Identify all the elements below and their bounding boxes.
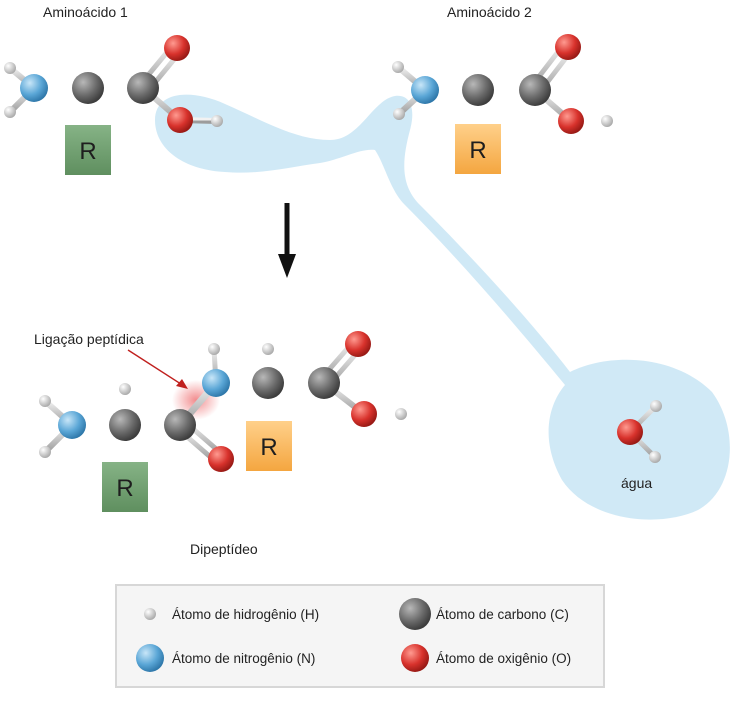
- hydrogen-atom: [208, 343, 220, 355]
- carbon-atom: [127, 72, 159, 104]
- hydrogen-atom: [601, 115, 613, 127]
- dipeptide-molecule: R R: [39, 331, 407, 512]
- water-label: água: [621, 475, 653, 491]
- dipeptide-r-group-1: [102, 462, 148, 512]
- dipeptide-label: Dipeptídeo: [190, 541, 258, 557]
- hydrogen-atom: [4, 62, 16, 74]
- aminoacid-1-molecule: R: [4, 35, 223, 175]
- r-group-2-label: R: [469, 137, 486, 164]
- hydrogen-atom: [4, 106, 16, 118]
- aminoacid-2-label: Aminoácido 2: [447, 4, 532, 20]
- dipeptide-r-group-2: [246, 421, 292, 471]
- oxygen-atom: [351, 401, 377, 427]
- carbon-atom: [462, 74, 494, 106]
- nitrogen-legend-label: Átomo de nitrogênio (N): [172, 651, 316, 666]
- hydrogen-atom: [650, 400, 662, 412]
- nitrogen-atom: [411, 76, 439, 104]
- oxygen-legend-icon: [401, 644, 429, 672]
- r-group-1-label: R: [79, 138, 96, 165]
- carbon-legend-icon: [399, 598, 431, 630]
- nitrogen-atom: [202, 369, 230, 397]
- hydrogen-legend-label: Átomo de hidrogênio (H): [172, 607, 320, 622]
- dipeptide-r-group-2-label: R: [260, 434, 277, 461]
- water-removal-bubble: [155, 94, 730, 520]
- oxygen-atom: [164, 35, 190, 61]
- carbon-atom: [308, 367, 340, 399]
- legend: Átomo de hidrogênio (H) Átomo de carbono…: [115, 584, 605, 688]
- hydrogen-atom: [119, 383, 131, 395]
- oxygen-legend-label: Átomo de oxigênio (O): [436, 651, 572, 666]
- oxygen-atom: [208, 446, 234, 472]
- dipeptide-r-group-1-label: R: [116, 475, 133, 502]
- peptide-bond-label: Ligação peptídica: [34, 331, 144, 347]
- hydrogen-atom: [262, 343, 274, 355]
- reaction-arrow: [278, 203, 296, 278]
- oxygen-atom: [617, 419, 643, 445]
- carbon-atom: [519, 74, 551, 106]
- oxygen-atom: [555, 34, 581, 60]
- carbon-atom: [164, 409, 196, 441]
- aminoacid-2-molecule: R: [392, 34, 613, 174]
- hydrogen-atom: [395, 408, 407, 420]
- oxygen-atom: [558, 108, 584, 134]
- water-molecule: [617, 400, 662, 463]
- carbon-atom: [109, 409, 141, 441]
- hydrogen-legend-icon: [144, 608, 156, 620]
- aminoacid-1-label: Aminoácido 1: [43, 4, 128, 20]
- hydrogen-atom: [211, 115, 223, 127]
- carbon-atom: [252, 367, 284, 399]
- hydrogen-atom: [393, 108, 405, 120]
- hydrogen-atom: [392, 61, 404, 73]
- carbon-legend-label: Átomo de carbono (C): [436, 607, 569, 622]
- hydrogen-atom: [39, 446, 51, 458]
- r-group-1: [65, 125, 111, 175]
- hydrogen-atom: [649, 451, 661, 463]
- oxygen-atom: [345, 331, 371, 357]
- oxygen-atom: [167, 107, 193, 133]
- carbon-atom: [72, 72, 104, 104]
- nitrogen-atom: [58, 411, 86, 439]
- nitrogen-legend-icon: [136, 644, 164, 672]
- nitrogen-atom: [20, 74, 48, 102]
- peptide-bond-pointer: [127, 349, 188, 389]
- hydrogen-atom: [39, 395, 51, 407]
- r-group-2: [455, 124, 501, 174]
- legend-symbols: [136, 598, 431, 672]
